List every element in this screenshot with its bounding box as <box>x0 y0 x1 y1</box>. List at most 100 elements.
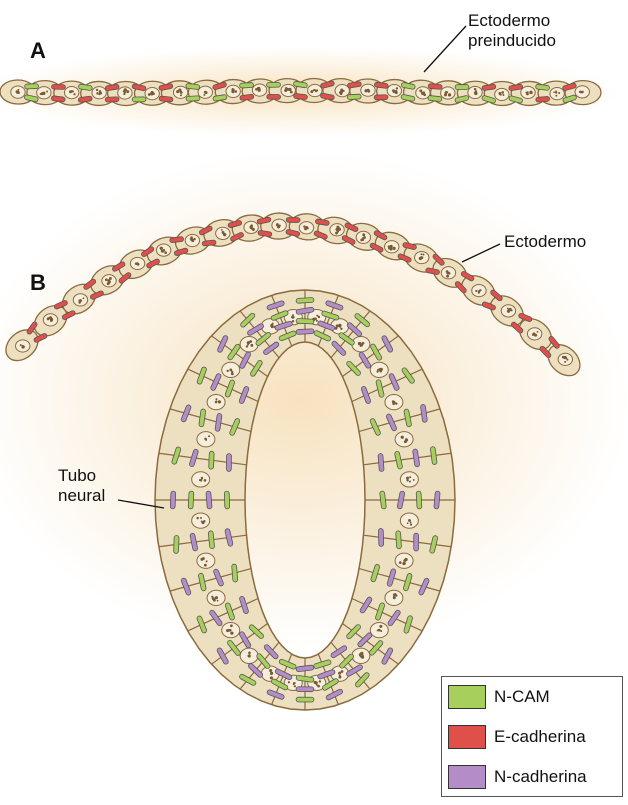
chromatin-dot <box>319 680 321 682</box>
chromatin-dot <box>269 669 272 672</box>
chromatin-dot <box>247 341 250 344</box>
ecadherin-molecule <box>205 243 214 244</box>
chromatin-dot <box>190 237 193 240</box>
chromatin-dot <box>294 685 296 687</box>
ecadherin-molecule <box>428 270 437 272</box>
chromatin-dot <box>413 479 415 481</box>
chromatin-dot <box>72 90 74 92</box>
chromatin-dot <box>230 624 233 627</box>
ncam-molecule <box>538 87 547 88</box>
ncadherin-molecule <box>208 494 209 507</box>
chromatin-dot <box>226 629 229 632</box>
ncam-label: N-CAM <box>494 687 550 707</box>
ecadherin-molecule <box>172 239 181 240</box>
chromatin-dot <box>339 672 341 674</box>
ncam-molecule <box>398 533 399 546</box>
chromatin-dot <box>205 439 207 441</box>
chromatin-dot <box>286 88 289 91</box>
preinduced-ectoderm-label-line1: Ectodermo <box>468 11 556 31</box>
chromatin-dot <box>123 93 125 95</box>
chromatin-dot <box>410 524 412 526</box>
chromatin-dot <box>388 247 390 249</box>
ncam-swatch <box>448 685 486 709</box>
chromatin-dot <box>203 520 205 522</box>
ecadherin-molecule <box>162 99 171 100</box>
ncam-molecule <box>27 97 36 99</box>
chromatin-dot <box>338 324 341 327</box>
chromatin-dot <box>257 87 260 90</box>
chromatin-dot <box>339 676 342 679</box>
ecadherin-molecule <box>377 85 386 86</box>
chromatin-dot <box>419 89 422 92</box>
chromatin-dot <box>361 238 364 241</box>
ecadherin-molecule <box>242 97 251 98</box>
ncadherin-molecule <box>299 331 312 332</box>
chromatin-dot <box>290 91 293 94</box>
ncam-molecule <box>433 449 435 462</box>
chromatin-dot <box>292 320 294 322</box>
chromatin-dot <box>22 347 24 349</box>
chromatin-dot <box>246 345 248 347</box>
chromatin-dot <box>404 559 407 562</box>
ecadherin-molecule <box>260 220 269 222</box>
ecadherin-swatch <box>448 725 486 749</box>
ncam-molecule <box>215 97 224 98</box>
chromatin-dot <box>529 91 532 94</box>
chromatin-dot <box>203 94 205 96</box>
chromatin-dot <box>250 226 252 228</box>
chromatin-dot <box>105 278 108 281</box>
chromatin-dot <box>448 93 451 96</box>
chromatin-dot <box>20 344 22 346</box>
nucleus <box>495 88 509 100</box>
chromatin-dot <box>193 238 195 240</box>
nucleus <box>92 87 106 99</box>
chromatin-dot <box>362 655 364 657</box>
ecadherin-molecule <box>161 86 170 88</box>
chromatin-dot <box>362 342 365 345</box>
chromatin-dot <box>270 672 273 675</box>
ncam-molecule <box>201 576 204 589</box>
chromatin-dot <box>250 344 253 347</box>
chromatin-dot <box>502 94 504 96</box>
ncam-molecule <box>397 454 400 467</box>
chromatin-dot <box>399 561 402 564</box>
chromatin-dot <box>316 320 318 322</box>
ncam-molecule <box>404 97 413 99</box>
nucleus <box>400 472 418 487</box>
ncam-molecule <box>296 84 305 85</box>
chromatin-dot <box>232 88 234 90</box>
chromatin-dot <box>526 92 529 95</box>
chromatin-dot <box>338 228 341 231</box>
ecadherin-molecule <box>108 87 117 88</box>
ecadherin-molecule <box>81 99 90 100</box>
legend-item-ncadherin: N-cadherina <box>442 757 622 797</box>
chromatin-dot <box>176 90 179 93</box>
chromatin-dot <box>293 683 295 685</box>
ncam-molecule <box>382 494 384 507</box>
chromatin-dot <box>215 398 217 400</box>
chromatin-dot <box>533 332 536 335</box>
ecadherin-molecule <box>135 86 144 88</box>
ncadherin-molecule <box>436 494 437 507</box>
ncam-molecule <box>234 567 235 580</box>
chromatin-dot <box>474 88 477 91</box>
chromatin-dot <box>378 629 380 631</box>
chromatin-dot <box>537 331 539 333</box>
chromatin-dot <box>313 89 315 91</box>
chromatin-dot <box>180 91 182 93</box>
chromatin-dot <box>478 292 480 294</box>
chromatin-dot <box>99 90 102 93</box>
ncam-molecule <box>81 87 90 88</box>
chromatin-dot <box>341 670 344 673</box>
chromatin-dot <box>164 251 167 254</box>
chromatin-dot <box>206 560 208 562</box>
chromatin-dot <box>123 90 125 92</box>
legend-item-ncam: N-CAM <box>442 677 622 717</box>
chromatin-dot <box>229 629 232 632</box>
chromatin-dot <box>507 308 509 310</box>
ncam-molecule <box>191 494 192 507</box>
chromatin-dot <box>16 91 19 94</box>
panel-b-letter: B <box>30 270 46 296</box>
ecadherin-molecule <box>177 251 186 254</box>
chromatin-dot <box>340 328 342 330</box>
